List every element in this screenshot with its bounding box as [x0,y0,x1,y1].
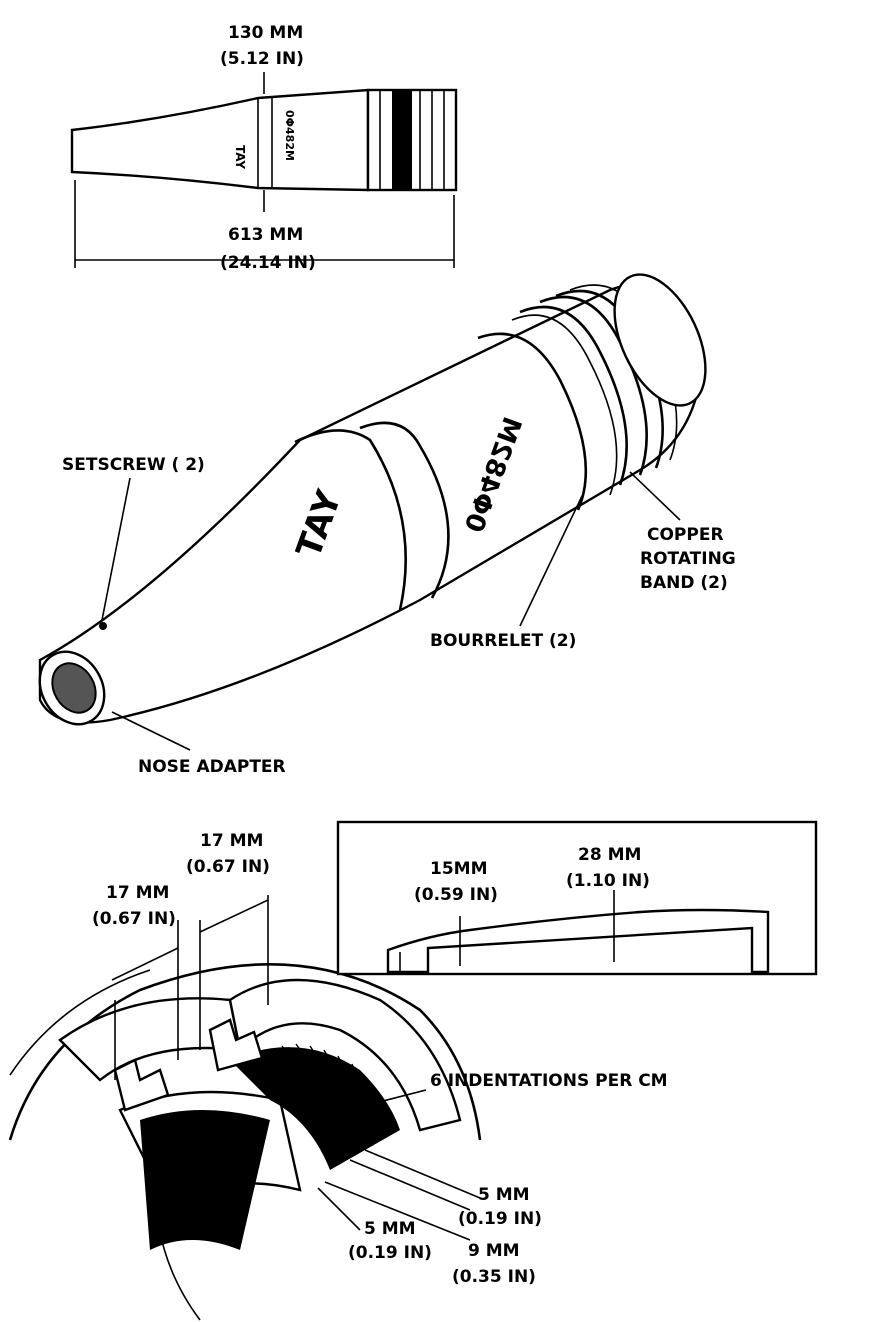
profile-dim-2-in: (1.10 IN) [566,871,650,891]
side-view-marking-1: TAY [233,145,247,169]
side-view-rotating-band [392,90,412,190]
isometric-view: TAY 0Φ482M SETSCREW ( 2) NOSE ADAPTER BO… [38,273,736,777]
dim-e-in: (0.35 IN) [452,1267,536,1287]
copper-band-label-2: ROTATING [640,549,736,569]
nose-adapter-thread [51,662,97,714]
side-view-length-mm: 613 MM [228,225,303,245]
setscrew-label: SETSCREW ( 2) [62,455,205,475]
profile-dim-1-in: (0.59 IN) [414,885,498,905]
dim-c-mm: 5 MM [478,1185,530,1205]
dim-a-mm: 17 MM [200,831,263,851]
dim-e-mm: 9 MM [468,1241,520,1261]
nose-adapter-label: NOSE ADAPTER [138,757,286,777]
dim-b-in: (0.67 IN) [92,909,176,929]
knurled-band-left [140,1110,270,1250]
copper-band-label-1: COPPER [647,525,724,545]
copper-band-label-3: BAND (2) [640,573,728,593]
side-view: TAY 0Φ482M 130 MM (5.12 IN) 613 MM (24.1… [70,23,458,273]
side-view-length-in: (24.14 IN) [220,253,316,273]
dim-b-mm: 17 MM [106,883,169,903]
side-view-marking-2: 0Φ482M [283,110,296,161]
dim-d-in: (0.19 IN) [348,1243,432,1263]
profile-dim-1-mm: 15MM [430,859,488,879]
dim-d-mm: 5 MM [364,1219,416,1239]
profile-dim-2-mm: 28 MM [578,845,641,865]
profile-inset: 15MM (0.59 IN) 28 MM (1.10 IN) [336,820,818,976]
bourrelet-label: BOURRELET (2) [430,631,576,651]
dim-c-in: (0.19 IN) [458,1209,542,1229]
dim-a-in: (0.67 IN) [186,857,270,877]
side-view-diameter-mm: 130 MM [228,23,303,43]
isometric-base [613,273,707,407]
band-detail: 17 MM (0.67 IN) 17 MM (0.67 IN) 6 INDENT… [8,831,668,1321]
setscrew-dot [99,622,107,630]
knurled-band-right [230,1043,400,1170]
side-view-diameter-in: (5.12 IN) [220,49,304,69]
indentations-label: 6 INDENTATIONS PER CM [430,1071,668,1091]
